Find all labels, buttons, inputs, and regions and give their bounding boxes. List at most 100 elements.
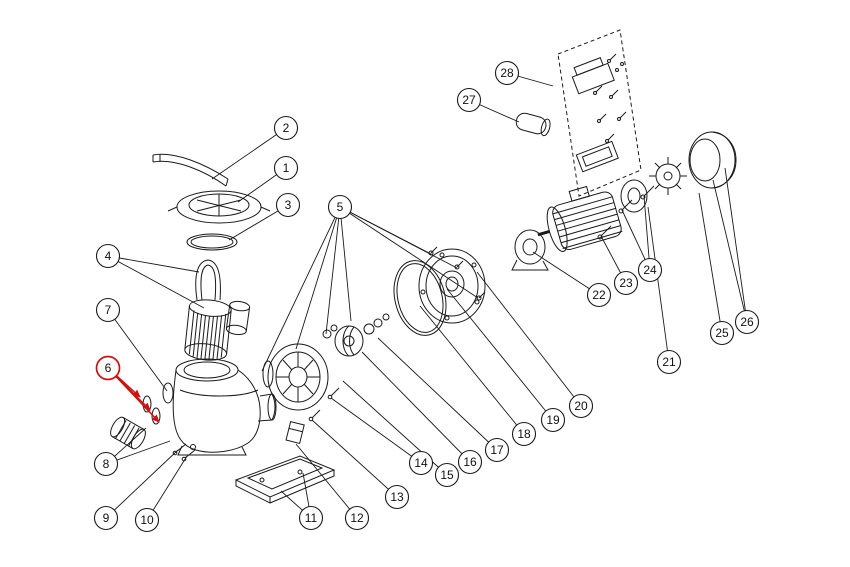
callout-11[interactable]: 11 [298,505,324,531]
leader-line-14 [330,397,422,464]
callout-8[interactable]: 8 [93,451,119,477]
callout-circle-5[interactable] [327,194,353,220]
callout-number-24: 24 [643,263,657,277]
part-fan-cover [688,131,737,189]
callout-2[interactable]: 2 [273,115,299,141]
callout-18[interactable]: 18 [511,421,537,447]
part-base-plate [234,455,336,504]
callout-circle-21[interactable] [656,349,682,375]
callout-9[interactable]: 9 [93,505,119,531]
leader-line-6 [107,367,160,423]
callout-circle-15[interactable] [434,462,460,488]
callout-circle-27[interactable] [456,87,482,113]
callout-number-27: 27 [462,93,476,107]
callout-circle-8[interactable] [93,451,119,477]
callout-5[interactable]: 5 [327,194,353,220]
callout-circle-3[interactable] [275,192,301,218]
callout-number-3: 3 [285,198,292,212]
callout-circle-20[interactable] [568,393,594,419]
leader-line-16 [361,351,471,463]
leader-line-20 [476,271,582,407]
callout-number-21: 21 [662,355,676,369]
callout-13[interactable]: 13 [384,484,410,510]
callout-10[interactable]: 10 [134,507,160,533]
callout-26[interactable]: 26 [734,309,760,335]
callout-25[interactable]: 25 [709,320,735,346]
callout-number-11: 11 [305,511,318,525]
callout-circle-24[interactable] [637,257,663,283]
callout-number-16: 16 [463,455,477,469]
callout-circle-26[interactable] [734,309,760,335]
callout-14[interactable]: 14 [408,450,434,476]
callout-number-2: 2 [283,121,290,135]
callout-17[interactable]: 17 [484,437,510,463]
part-housing-oring [393,260,447,336]
leader-line-5 [339,206,458,269]
part-strainer-basket [184,299,232,361]
part-bolts [428,246,486,301]
callout-circle-4[interactable] [95,243,121,269]
callout-1[interactable]: 1 [273,155,299,181]
callout-circle-28[interactable] [494,60,520,86]
callout-21[interactable]: 21 [656,349,682,375]
callout-circle-25[interactable] [709,320,735,346]
callout-23[interactable]: 23 [613,270,639,296]
callout-22[interactable]: 22 [586,282,612,308]
callout-12[interactable]: 12 [344,505,370,531]
callout-number-23: 23 [619,276,633,290]
callout-circle-14[interactable] [408,450,434,476]
callout-3[interactable]: 3 [275,192,301,218]
callout-circle-1[interactable] [273,155,299,181]
callout-circle-16[interactable] [457,449,483,475]
leader-line-10 [146,455,188,521]
callout-27[interactable]: 27 [456,87,482,113]
leader-line-2 [211,127,287,180]
part-strainer-lid [167,190,271,224]
callout-circle-2[interactable] [273,115,299,141]
callout-19[interactable]: 19 [540,407,566,433]
leader-line-9 [105,449,179,519]
callout-circle-9[interactable] [93,505,119,531]
callout-4[interactable]: 4 [95,243,121,269]
callout-circle-17[interactable] [484,437,510,463]
leader-line-5 [295,206,341,350]
leader-line-5 [339,206,352,322]
callout-6[interactable]: 6 [95,355,121,381]
part-u-clamp [195,259,221,301]
part-lid-oring [186,233,238,251]
callout-15[interactable]: 15 [434,462,460,488]
leader-line-24 [643,195,651,271]
part-diffuser-oring [262,360,274,388]
callout-7[interactable]: 7 [95,297,121,323]
callout-24[interactable]: 24 [637,257,663,283]
callout-circle-18[interactable] [511,421,537,447]
part-diffuser [267,343,329,411]
part-impeller [334,325,364,357]
callout-circle-22[interactable] [586,282,612,308]
callout-number-28: 28 [500,66,514,80]
leader-line-7 [107,309,168,392]
callout-20[interactable]: 20 [568,393,594,419]
callout-number-6: 6 [105,361,112,375]
leader-line-13 [311,419,398,498]
callout-circle-10[interactable] [134,507,160,533]
part-handle [152,153,229,187]
callout-circle-11[interactable] [298,505,324,531]
part-adapter-fitting [225,300,251,336]
callout-circle-19[interactable] [540,407,566,433]
callout-circle-6[interactable] [95,355,121,381]
callout-circle-7[interactable] [95,297,121,323]
callout-number-20: 20 [574,399,588,413]
part-union-nut [110,416,146,450]
callout-circle-12[interactable] [344,505,370,531]
callout-28[interactable]: 28 [494,60,520,86]
callout-circle-13[interactable] [384,484,410,510]
callout-circle-23[interactable] [613,270,639,296]
callout-number-18: 18 [517,427,531,441]
callout-16[interactable]: 16 [457,449,483,475]
leader-line-19 [446,288,554,421]
callout-number-4: 4 [105,249,112,263]
leader-line-18 [419,305,525,435]
